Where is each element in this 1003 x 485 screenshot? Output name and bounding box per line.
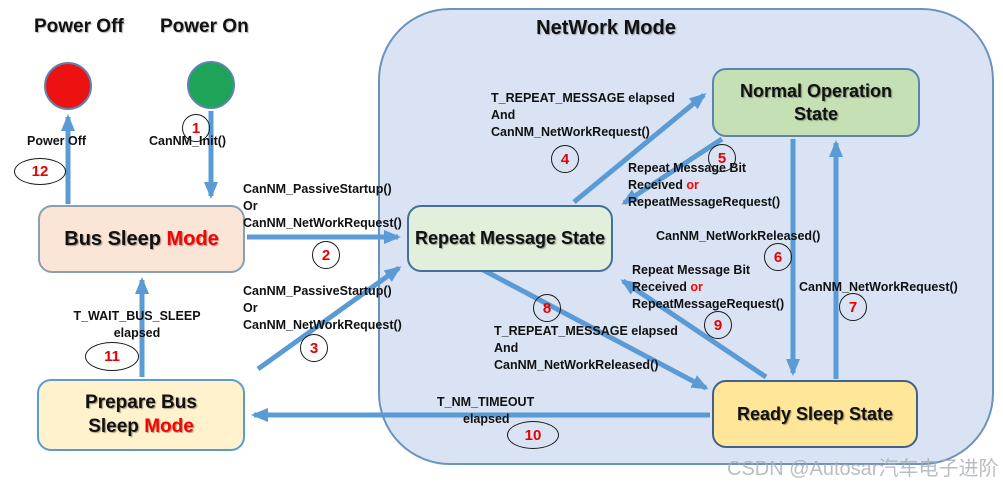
transition-7-badge: 7 (839, 293, 867, 321)
transition-9-label: Repeat Message Bit Received or RepeatMes… (632, 262, 784, 313)
prepare-line2-accent: Mode (144, 416, 194, 437)
normal-operation-line2: State (793, 103, 838, 124)
bus-sleep-text-accent: Mode (166, 227, 219, 250)
state-bus-sleep-label: Bus Sleep Mode (64, 227, 218, 252)
transition-2-label: CanNM_PassiveStartup() Or CanNM_NetWorkR… (243, 181, 402, 232)
t5-line2: Received or (628, 177, 780, 194)
transition-5-label: Repeat Message Bit Received or RepeatMes… (628, 160, 780, 211)
t9-line1: Repeat Message Bit (632, 263, 751, 277)
transition-6-label: CanNM_NetWorkReleased() (656, 229, 821, 243)
t4-line3: CanNM_NetWorkRequest() (491, 125, 650, 139)
transition-1-badge: 1 (182, 114, 210, 142)
transition-5-badge: 5 (708, 144, 736, 172)
t2-line1: CanNM_PassiveStartup() (243, 182, 392, 196)
t5-line3: RepeatMessageRequest() (628, 195, 781, 209)
transition-2-badge: 2 (312, 241, 340, 269)
power-on-label: Power On (160, 16, 249, 37)
t10-line2: elapsed (463, 412, 510, 426)
transition-7-label: CanNM_NetWorkRequest() (799, 280, 958, 294)
transition-3-badge: 3 (300, 334, 328, 362)
t10-line1: T_NM_TIMEOUT (437, 395, 535, 409)
power-off-terminal-circle (44, 62, 92, 110)
transition-11-label: T_WAIT_BUS_SLEEP elapsed (72, 308, 202, 342)
state-bus-sleep-mode: Bus Sleep Mode (38, 205, 245, 273)
t3-line1: CanNM_PassiveStartup() (243, 284, 392, 298)
t4-line1: T_REPEAT_MESSAGE elapsed (491, 91, 675, 105)
t11-line1: T_WAIT_BUS_SLEEP (73, 309, 201, 323)
transition-3-label: CanNM_PassiveStartup() Or CanNM_NetWorkR… (243, 283, 402, 334)
transition-12-label: Power Off (27, 134, 87, 148)
ready-sleep-label: Ready Sleep State (736, 403, 894, 424)
t3-line3: CanNM_NetWorkRequest() (243, 318, 402, 332)
transition-9-badge: 9 (704, 311, 732, 339)
transition-8-badge: 8 (533, 294, 561, 322)
transition-10-label: T_NM_TIMEOUT elapsed (437, 394, 534, 428)
t8-line1: T_REPEAT_MESSAGE elapsed (494, 324, 678, 338)
state-repeat-message: Repeat Message State (407, 205, 613, 272)
transition-11-badge: 11 (85, 342, 139, 371)
state-normal-operation: Normal Operation State (712, 68, 920, 137)
t4-line2: And (491, 108, 516, 122)
prepare-line2: Sleep Mode (88, 415, 194, 439)
t9-line2-main: Received (632, 280, 691, 294)
t5-line1: Repeat Message Bit (628, 161, 747, 175)
power-off-label: Power Off (34, 16, 124, 37)
t11-line2: elapsed (113, 326, 161, 340)
t5-line2-accent: or (686, 178, 699, 192)
t8-line2: And (494, 341, 519, 355)
transition-6-badge: 6 (764, 243, 792, 271)
power-on-start-circle (187, 61, 235, 109)
t2-line2: Or (243, 199, 258, 213)
repeat-message-label: Repeat Message State (414, 228, 606, 249)
network-mode-title-accent: Mode (623, 17, 676, 39)
t2-line3: CanNM_NetWorkRequest() (243, 216, 402, 230)
prepare-line2-main: Sleep (88, 416, 145, 437)
state-ready-sleep: Ready Sleep State (712, 380, 918, 448)
prepare-line1: Prepare Bus (85, 392, 197, 414)
state-prepare-bus-sleep-mode: Prepare Bus Sleep Mode (37, 379, 245, 451)
watermark: CSDN @Autosar汽车电子进阶 (727, 458, 999, 480)
transition-4-badge: 4 (551, 145, 579, 173)
t8-line3: CanNM_NetWorkReleased() (494, 358, 659, 372)
t9-line3: RepeatMessageRequest() (632, 297, 785, 311)
bus-sleep-text: Bus Sleep (64, 227, 167, 250)
transition-4-label: T_REPEAT_MESSAGE elapsed And CanNM_NetWo… (491, 90, 675, 141)
t3-line2: Or (243, 301, 258, 315)
transition-1-label: CanNM_Init() (149, 134, 227, 148)
network-mode-title-main: NetWork (536, 17, 624, 39)
transition-12-badge: 12 (14, 158, 66, 185)
network-mode-title: NetWork Mode (436, 16, 776, 41)
t5-line2-main: Received (628, 178, 687, 192)
normal-operation-line1: Normal Operation (739, 81, 893, 101)
t9-line2: Received or (632, 279, 784, 296)
transition-10-badge: 10 (507, 421, 559, 449)
t9-line2-accent: or (690, 280, 703, 294)
transition-8-label: T_REPEAT_MESSAGE elapsed And CanNM_NetWo… (494, 323, 678, 374)
